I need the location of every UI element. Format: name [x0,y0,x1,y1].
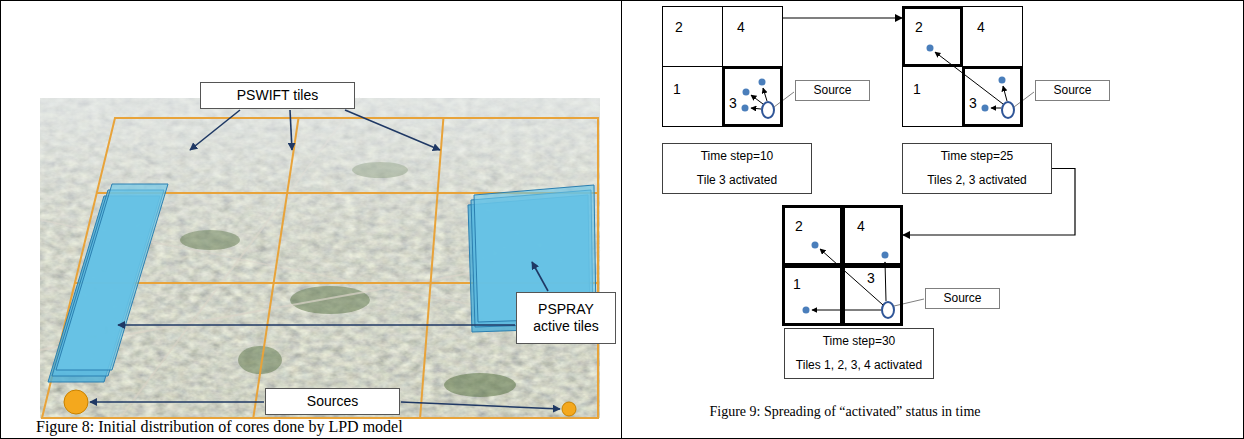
particle-arrow [763,88,767,101]
callout-arrow [401,402,560,409]
source-label: Source [1035,80,1110,101]
particle-arrow [812,310,881,311]
photo-haze [40,98,600,418]
callout-box: PSWIFT tiles [200,82,355,109]
time-step-box: Time step=30Tiles 1, 2, 3, 4 activated [784,328,934,379]
panel-border [0,0,1,439]
tile-number: 1 [913,82,921,96]
callout-arrow [532,262,548,291]
particle-arrow [751,108,761,109]
box-text: Source [1053,83,1091,98]
tile-cell: 1 [662,66,723,127]
box-text: Time step=10 [701,149,774,164]
time-step-box: Time step=10Tile 3 activated [662,143,812,194]
callout-arrow [90,401,264,403]
box-text: Time step=25 [941,149,1014,164]
callout-arrow [118,324,515,326]
tile-number: 2 [675,20,683,34]
source-symbol [882,302,894,318]
particle-arrow [820,249,883,305]
particle-arrow [751,95,763,104]
tile-number: 2 [795,219,803,233]
particle-dot [927,45,934,52]
box-text: PSPRAY active tiles [523,301,609,335]
tile-number: 2 [915,20,923,34]
particle-dot [742,105,749,112]
source-label: Source [925,288,1000,309]
active-tile [56,184,168,370]
callout-arrow [190,110,240,150]
particle-dot [812,242,819,249]
particle-dot [999,77,1006,84]
tile-cell: 4 [842,205,903,266]
panel-border [1243,0,1244,439]
leader-line [894,299,924,306]
tile-cell: 4 [722,6,783,67]
tile-number: 3 [969,96,977,110]
tile-number: 4 [977,20,985,34]
tile-grid [42,118,598,418]
particle-arrow [1003,86,1007,101]
particle-dot [982,105,989,112]
tile-cell: 1 [782,265,843,326]
particle-dot [803,307,810,314]
source-symbol [762,102,774,118]
tile-grid-line [420,118,443,418]
tile-cell: 3 [962,66,1023,127]
leader-line [774,92,794,107]
box-text: Source [813,83,851,98]
source-marker [64,390,88,414]
box-text: Tiles 1, 2, 3, 4 activated [796,358,922,373]
particle-dot [882,252,889,259]
tile-cell: 2 [902,6,963,67]
tile-number: 3 [729,96,737,110]
tile-number: 4 [737,20,745,34]
tile-cell: 3 [722,66,783,127]
box-text: Time step=30 [823,334,896,349]
tile-number: 3 [867,271,875,285]
tile-cell: 1 [902,66,963,127]
box-text: Tile 3 activated [697,173,777,188]
callout-box: PSPRAY active tiles [516,292,616,344]
particle-dot [743,89,750,96]
tile-cell: 3 [842,265,903,326]
flow-arrow [783,17,902,18]
tile-number: 4 [857,219,865,233]
callout-arrow [290,110,292,150]
tile-cell: 4 [962,6,1023,67]
aerial-photo [40,98,600,418]
tile-cell: 2 [782,205,843,266]
leader-line [1014,92,1034,107]
tile-grid-line [253,118,298,418]
callout-arrow [345,110,440,150]
callout-box: Sources [265,388,400,415]
figure-caption: Figure 8: Initial distribution of cores … [36,418,403,436]
source-label: Source [795,80,870,101]
tile-number: 1 [793,277,801,291]
time-step-box: Time step=25Tiles 2, 3 activated [902,143,1052,194]
box-text: PSWIFT tiles [237,87,318,104]
source-marker [562,402,576,416]
panel-border [621,0,622,439]
particle-arrow [991,108,1001,109]
figure-caption: Figure 9: Spreading of “activated” statu… [580,404,1110,420]
tile-cell: 2 [662,6,723,67]
particle-dot [759,79,766,86]
box-text: Tiles 2, 3 activated [927,173,1027,188]
box-text: Source [943,291,981,306]
box-text: Sources [307,393,358,410]
tile-number: 1 [673,82,681,96]
source-symbol [1002,102,1014,118]
